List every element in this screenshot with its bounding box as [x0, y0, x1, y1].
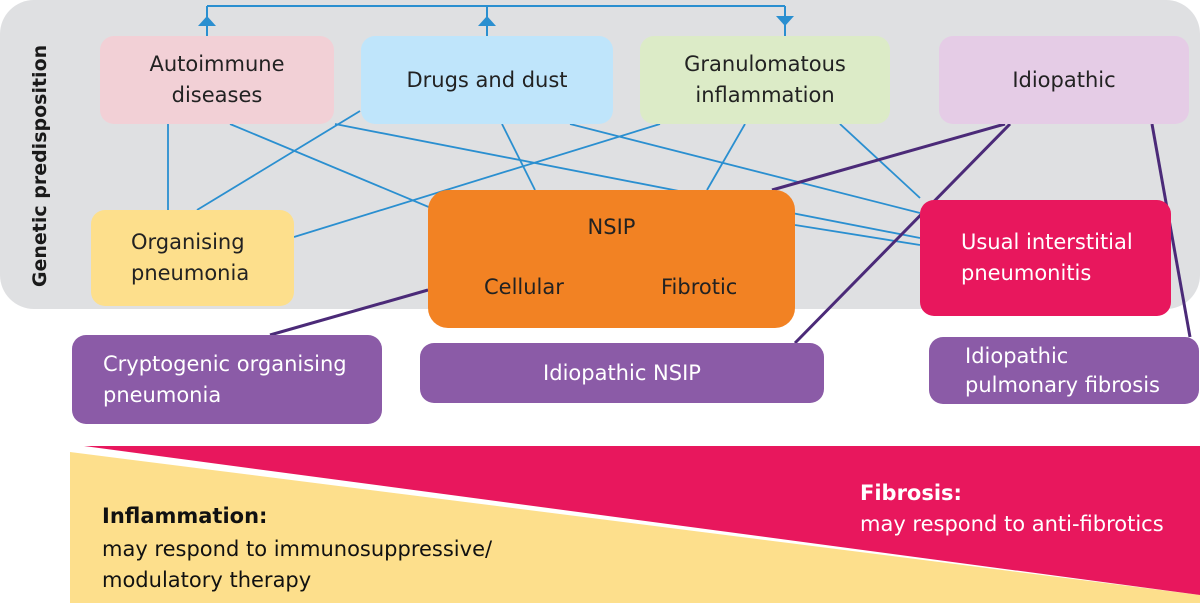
autoimmune-line-2: diseases: [171, 83, 263, 107]
inflammation-line-2: modulatory therapy: [102, 568, 312, 592]
inflammation-heading: Inflammation:: [102, 504, 268, 528]
arrow-up-autoimmune-icon: [198, 16, 216, 26]
nsip-box: NSIP Cellular Fibrotic: [428, 190, 795, 328]
blue-connectors: [167, 110, 921, 246]
fibrosis-wedge: [84, 446, 1200, 595]
cop-line-2: pneumonia: [103, 382, 222, 407]
op-line-1: Organising: [131, 230, 245, 254]
idiopathic-nsip-box: Idiopathic NSIP: [420, 343, 824, 403]
autoimmune-diseases-box: Autoimmune diseases: [100, 36, 334, 124]
drugs-label: Drugs and dust: [406, 67, 568, 92]
cop-line-1: Cryptogenic organising: [103, 351, 347, 376]
fibrosis-line-1: may respond to anti-fibrotics: [860, 512, 1164, 536]
nsip-cellular-label: Cellular: [484, 275, 564, 299]
idiopathic-label: Idiopathic: [1012, 67, 1116, 92]
op-line-2: pneumonia: [131, 261, 250, 285]
granulomatous-line-2: inflammation: [695, 83, 835, 107]
shared-causes-bracket: [206, 5, 786, 36]
inflammation-wedge: [70, 452, 1200, 603]
organising-pneumonia-box: Organising pneumonia: [91, 210, 294, 306]
purple-connectors: [269, 122, 1192, 345]
idiopathic-nsip-label: Idiopathic NSIP: [543, 360, 701, 385]
uip-line-2: pneumonitis: [961, 261, 1092, 285]
granulomatous-line-1: Granulomatous: [684, 52, 846, 76]
drugs-and-dust-box: Drugs and dust: [361, 36, 613, 124]
inflammation-line-1: may respond to immunosuppressive/: [102, 537, 493, 561]
cryptogenic-organising-pneumonia-box: Cryptogenic organising pneumonia: [72, 335, 382, 424]
idiopathic-box: Idiopathic: [939, 36, 1189, 124]
idiopathic-pulmonary-fibrosis-box: Idiopathic pulmonary fibrosis: [929, 337, 1199, 404]
nsip-title: NSIP: [587, 215, 636, 239]
arrow-up-drugs-icon: [478, 16, 496, 26]
fibrosis-heading: Fibrosis:: [860, 481, 962, 505]
uip-line-1: Usual interstitial: [961, 230, 1133, 254]
granulomatous-inflammation-box: Granulomatous inflammation: [640, 36, 890, 124]
nsip-fibrotic-label: Fibrotic: [661, 275, 738, 299]
arrow-down-granulomatous-icon: [776, 16, 794, 26]
ipf-line-2: pulmonary fibrosis: [965, 372, 1160, 397]
autoimmune-line-1: Autoimmune: [149, 52, 285, 76]
usual-interstitial-pneumonitis-box: Usual interstitial pneumonitis: [920, 200, 1171, 316]
ipf-line-1: Idiopathic: [965, 343, 1069, 368]
